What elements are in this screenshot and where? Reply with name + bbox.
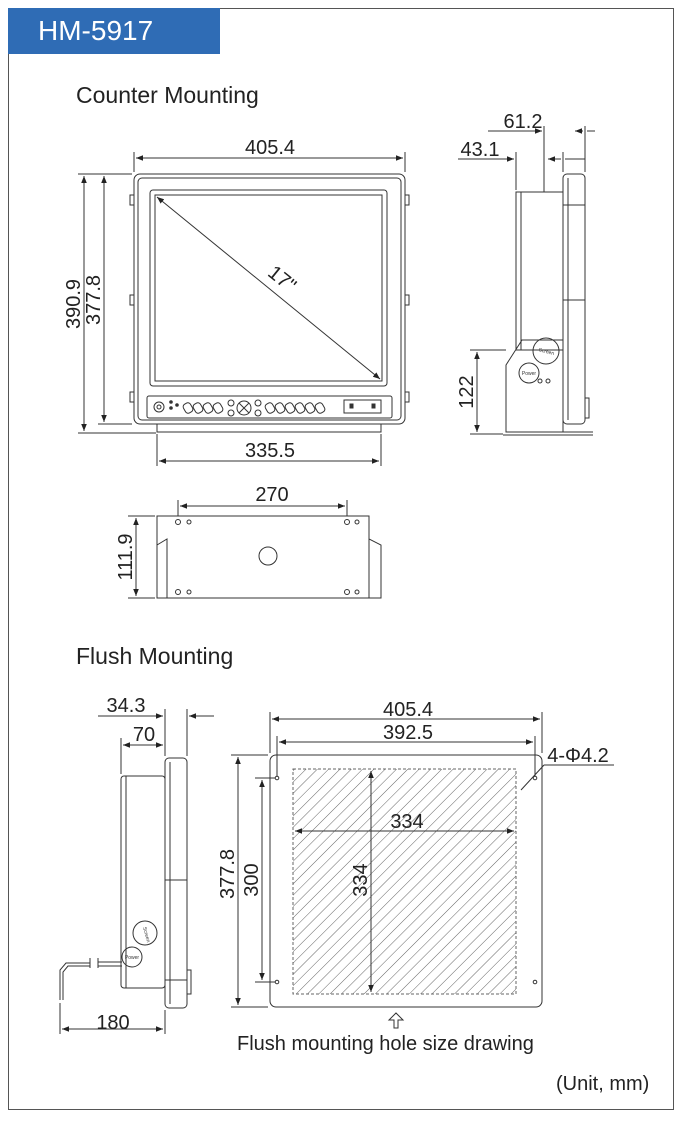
- model-title: HM-5917: [8, 8, 220, 54]
- dim-base-hole-span: 270: [255, 484, 288, 506]
- dim-cutout-hole-pitch-x: 392.5: [383, 722, 433, 744]
- unit-note: (Unit, mm): [556, 1073, 650, 1095]
- flush-mounting-title: Flush Mounting: [76, 643, 234, 669]
- flush-side-view: [59, 709, 214, 1034]
- dim-cutout-height: 334: [350, 863, 372, 896]
- knob-label-power: Power: [522, 371, 537, 377]
- dim-screen-size: 17": [263, 262, 300, 298]
- counter-front-view: [78, 152, 410, 466]
- counter-base-plan: [128, 500, 382, 599]
- flush-knob-label-power: Power: [125, 955, 140, 961]
- dim-cutout-width: 334: [390, 811, 423, 833]
- drawing-frame: [8, 8, 674, 1110]
- dim-side-depth-total: 61.2: [504, 111, 543, 133]
- dim-cutout-outer-height: 377.8: [217, 849, 239, 899]
- dim-front-width: 405.4: [245, 137, 295, 159]
- dim-front-total-height: 390.9: [63, 279, 85, 329]
- cutout-caption: Flush mounting hole size drawing: [237, 1033, 534, 1055]
- dim-side-depth-body: 43.1: [461, 139, 500, 161]
- dim-cutout-hole-pitch-y: 300: [241, 863, 263, 896]
- flush-cutout-drawing: [231, 712, 614, 1029]
- front-buttons-left: [182, 399, 235, 417]
- dim-cutout-holes: 4-Φ4.2: [547, 745, 609, 767]
- front-buttons-right: [254, 399, 326, 417]
- counter-mounting-title: Counter Mounting: [76, 82, 259, 108]
- dim-front-height: 377.8: [83, 275, 105, 325]
- dim-flush-bezel-depth: 34.3: [107, 695, 146, 717]
- dim-base-width: 335.5: [245, 440, 295, 462]
- dim-cutout-outer-width: 405.4: [383, 699, 433, 721]
- dim-flush-total-depth: 180: [96, 1012, 129, 1034]
- dim-base-depth: 111.9: [115, 533, 137, 580]
- counter-side-view: [458, 126, 595, 436]
- dim-bracket-height: 122: [456, 375, 478, 408]
- flush-knob-label-screen: Screen: [141, 926, 151, 943]
- dim-flush-front-depth: 70: [133, 724, 155, 746]
- knob-label-screen: Screen: [538, 347, 555, 357]
